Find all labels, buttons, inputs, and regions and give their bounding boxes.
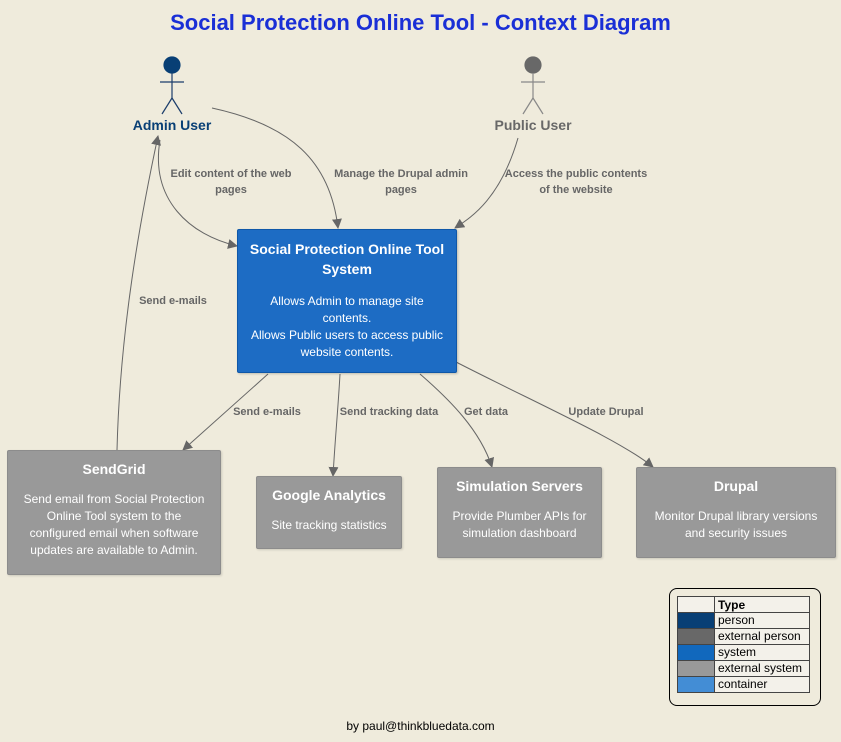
admin-user-label: Admin User xyxy=(132,117,212,133)
legend-swatch xyxy=(677,676,715,693)
label-system-sendgrid: Send e-mails xyxy=(233,406,301,418)
simulation-servers-title: Simulation Servers xyxy=(456,478,583,494)
edge-system-to-sendgrid xyxy=(182,373,269,451)
legend-header-blank xyxy=(677,596,715,613)
google-analytics-title: Google Analytics xyxy=(272,487,386,503)
legend-row: person xyxy=(677,612,810,629)
legend-label: container xyxy=(714,676,810,693)
legend-row: container xyxy=(677,676,810,693)
public-user-label: Public User xyxy=(494,117,572,133)
edge-admin-edit-content xyxy=(158,139,238,249)
label-sendgrid-admin: Send e-mails xyxy=(139,295,207,307)
diagram-title: Social Protection Online Tool - Context … xyxy=(170,10,671,35)
legend-row: external system xyxy=(677,660,810,677)
legend-label: external system xyxy=(714,660,810,677)
legend-table: Type person external person system exter… xyxy=(677,596,810,693)
author-credit: by paul@thinkbluedata.com xyxy=(346,719,495,733)
sendgrid-title: SendGrid xyxy=(82,461,146,477)
legend-label: person xyxy=(714,612,810,629)
legend-row: system xyxy=(677,644,810,661)
google-analytics-box: Google Analytics Site tracking statistic… xyxy=(256,476,402,549)
label-system-drupal: Update Drupal xyxy=(568,406,644,418)
legend-row: external person xyxy=(677,628,810,645)
legend-label: system xyxy=(714,644,810,661)
legend-swatch xyxy=(677,660,715,677)
drupal-title: Drupal xyxy=(713,478,759,494)
simulation-servers-box: Simulation Servers Provide Plumber APIs … xyxy=(437,467,602,558)
edge-sendgrid-to-admin xyxy=(116,135,162,451)
admin-user-person-icon xyxy=(160,56,184,115)
legend-swatch xyxy=(677,628,715,645)
edge-system-to-google xyxy=(328,373,341,477)
label-system-simulation: Get data xyxy=(463,406,508,418)
edge-admin-manage-drupal xyxy=(211,107,342,229)
legend-swatch xyxy=(677,612,715,629)
legend-header: Type xyxy=(714,596,810,613)
edge-system-to-simulation xyxy=(419,373,494,468)
google-analytics-description: Site tracking statistics xyxy=(271,518,387,532)
legend-label: external person xyxy=(714,628,810,645)
edge-system-to-drupal xyxy=(455,361,654,468)
public-user-person-icon xyxy=(521,56,545,115)
legend-swatch xyxy=(677,644,715,661)
legend-header-row: Type xyxy=(677,596,810,613)
sendgrid-box: SendGrid Send email from Social Protecti… xyxy=(7,450,221,575)
label-system-google: Send tracking data xyxy=(339,406,439,418)
edge-public-access xyxy=(454,137,519,229)
